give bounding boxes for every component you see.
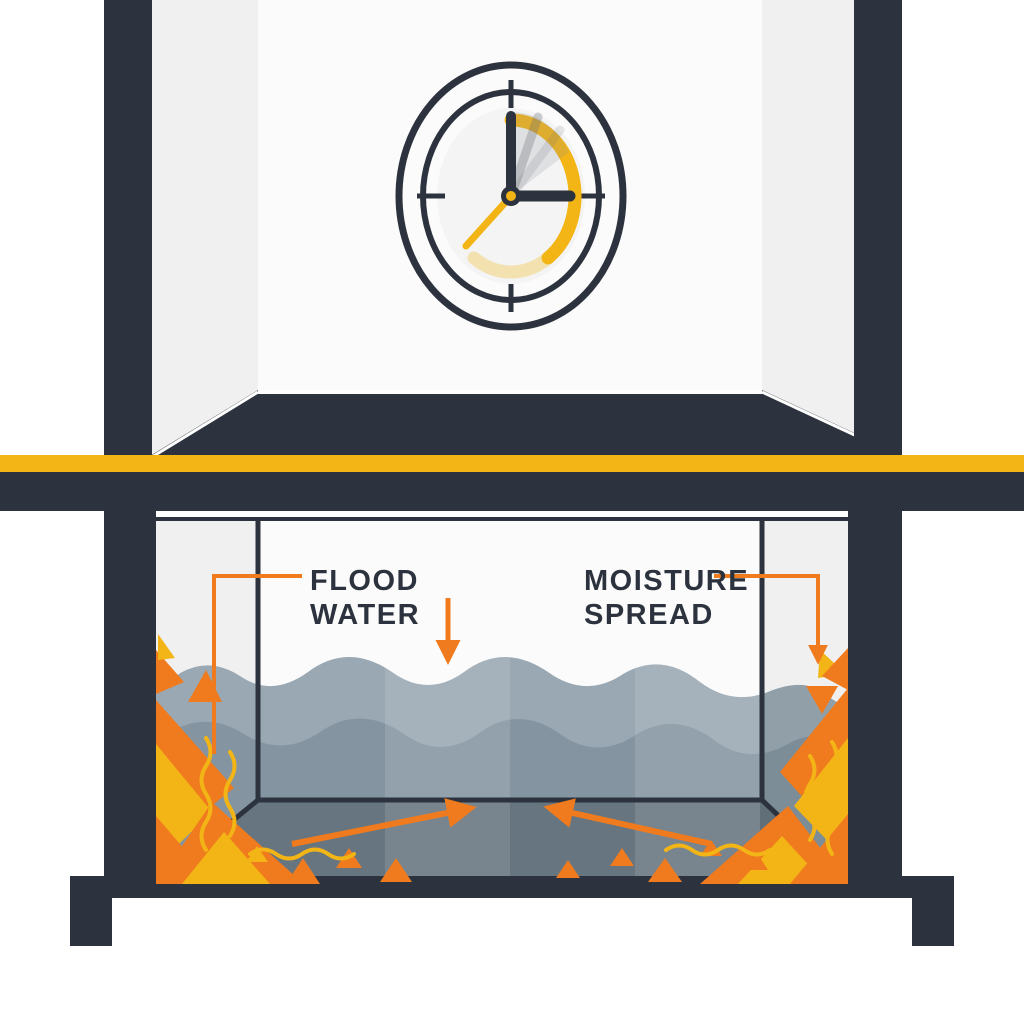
yellow-floor-stripe — [0, 455, 1024, 472]
clock-elapsed-arc — [504, 113, 582, 265]
right-column-upper — [854, 0, 902, 472]
room-floor — [150, 390, 904, 472]
water-floor — [160, 800, 846, 882]
left-foot — [70, 876, 112, 946]
moisture-spread-leader-arrow — [714, 574, 828, 665]
spread-arrow-right — [291, 798, 477, 847]
floor-left-edge — [151, 390, 259, 459]
second-hand — [462, 192, 515, 250]
moisture-squiggles — [199, 736, 839, 861]
moisture-spread-label-line2: SPREAD — [584, 599, 714, 631]
bottom-left-moisture-flames — [156, 802, 412, 884]
clock-elapsed-arc-faint — [467, 251, 555, 279]
left-column-basement — [104, 511, 156, 878]
spread-arrow-left — [543, 798, 713, 847]
floor-spread-arrows — [291, 798, 713, 847]
right-column-basement — [848, 511, 902, 878]
left-column-upper — [104, 0, 152, 472]
minute-hand-ghost-2 — [506, 125, 565, 201]
clock-center-dot — [506, 191, 516, 201]
clock-outer-ring — [395, 61, 627, 331]
ground-slab — [0, 472, 1024, 511]
clock-motion-blur — [511, 111, 569, 196]
flood-water-label-line1: FLOOD — [310, 565, 419, 597]
flood-water-label-line2: WATER — [310, 599, 420, 631]
clock-icon — [395, 61, 627, 331]
right-foot — [912, 876, 954, 946]
room-left-wall — [152, 0, 258, 455]
flood-water-leader-line — [212, 574, 302, 754]
annotations: FLOOD WATER MOISTURE SPREAD — [212, 565, 828, 754]
moisture-spread-label-line1: MOISTURE — [584, 565, 749, 597]
